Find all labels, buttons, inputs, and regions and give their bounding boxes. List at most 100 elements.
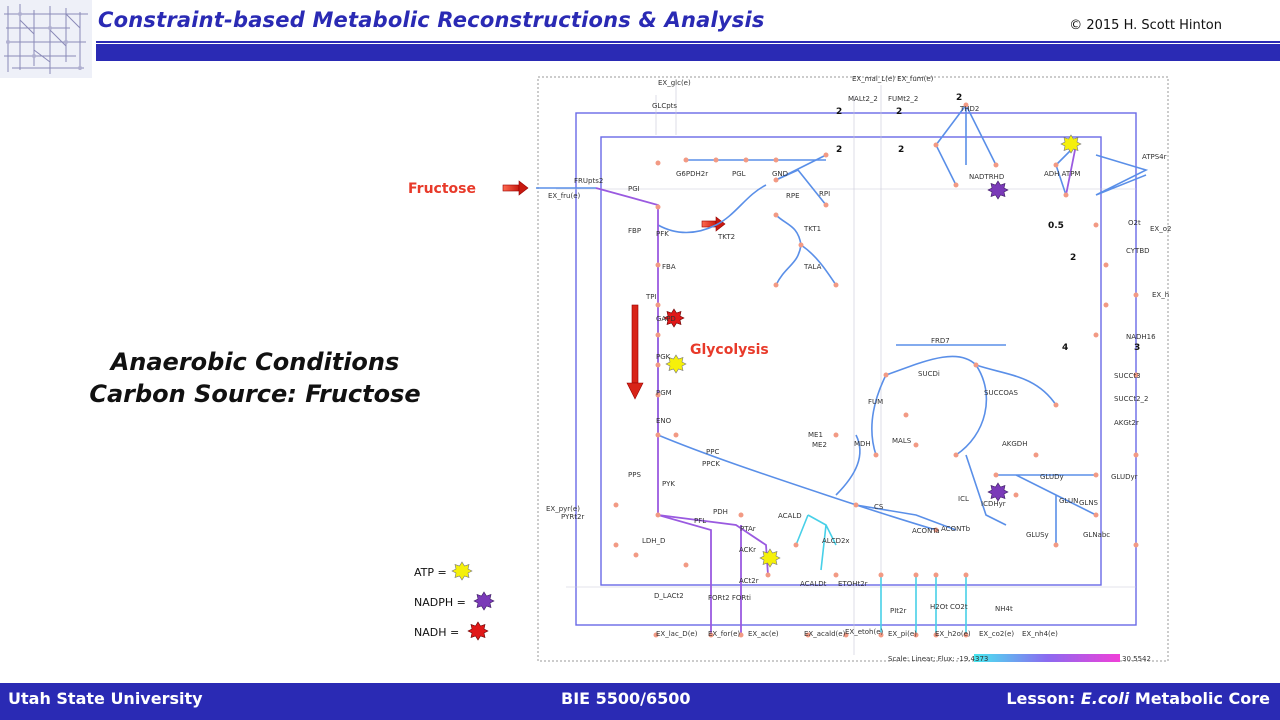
header-rule xyxy=(96,41,1280,43)
label-tala: TALA xyxy=(804,263,822,271)
label-ppck: PPCK xyxy=(702,460,720,468)
header-band xyxy=(96,44,1280,61)
label-adh-atpm: ADH ATPM xyxy=(1044,170,1081,178)
label-cytbd: CYTBD xyxy=(1126,247,1150,255)
conditions-line-1: Anaerobic Conditions xyxy=(110,348,400,376)
label-for-fori: FORt2 FORti xyxy=(708,594,751,602)
logo-graphic xyxy=(0,0,92,78)
stoich-2d: 2 xyxy=(836,145,843,155)
label-icl: ICL xyxy=(958,495,969,503)
label-tkt2: TKT2 xyxy=(718,233,736,241)
label-ex-mal-fum: EX_mal_L(e) EX_fum(e) xyxy=(852,75,934,83)
page-title: Constraint-based Metabolic Reconstructio… xyxy=(98,8,765,32)
stoich-2a: 2 xyxy=(836,107,843,117)
label-nh4t: NH4t xyxy=(995,605,1013,613)
label-alcd2x: ALCD2x xyxy=(822,537,850,545)
label-nadtrhd: NADTRHD xyxy=(969,173,1005,181)
label-pfl: PFL xyxy=(694,517,707,525)
footer-lesson: Lesson: E.coli Metabolic Core xyxy=(1006,689,1270,708)
label-akgt2r: AKGt2r xyxy=(1114,419,1139,427)
label-ex-h2o: EX_h2o(e) xyxy=(935,630,971,638)
tkt-arrow xyxy=(701,216,726,232)
network-graphic xyxy=(536,76,1169,662)
footer-lesson-organism: E.coli xyxy=(1080,689,1130,708)
label-o2t: O2t xyxy=(1128,219,1141,227)
label-pgl: PGL xyxy=(732,170,746,178)
label-act2r: ACt2r xyxy=(739,577,759,585)
label-glnabc: GLNabc xyxy=(1083,531,1111,539)
network-atp-star-icon xyxy=(1060,134,1082,154)
label-gnd: GND xyxy=(772,170,789,178)
label-co2t: CO2t xyxy=(950,603,968,611)
label-gludyr: GLUDyr xyxy=(1111,473,1138,481)
metabolic-network-diagram: EX_glc(e) GLCpts EX_mal_L(e) EX_fum(e) M… xyxy=(536,75,1172,667)
stoich-2c: 2 xyxy=(956,93,963,103)
label-me1: ME1 xyxy=(808,431,823,439)
label-g6pdh2r: G6PDH2r xyxy=(676,170,709,178)
label-malt2: MALt2_2 xyxy=(848,95,878,103)
label-pgk: PGK xyxy=(656,353,671,361)
label-rpi: RPI xyxy=(819,190,831,198)
flux-scale-bar xyxy=(974,654,1120,662)
network-atp-star-2-icon xyxy=(665,354,687,374)
network-nadph-star-2-icon xyxy=(987,482,1009,502)
footer-course: BIE 5500/6500 xyxy=(561,689,691,708)
label-ppc: PPC xyxy=(706,448,720,456)
label-succt2: SUCCt2_2 xyxy=(1114,395,1149,403)
nadph-star-icon xyxy=(473,591,495,611)
label-pdh: PDH xyxy=(713,508,728,516)
conditions-heading: Anaerobic Conditions Carbon Source: Fruc… xyxy=(50,346,460,410)
label-ex-ac: EX_ac(e) xyxy=(748,630,779,638)
label-succoas: SUCCOAS xyxy=(984,389,1018,397)
footer-bar: Utah State University BIE 5500/6500 Less… xyxy=(0,683,1280,720)
label-h2ot: H2Ot xyxy=(930,603,948,611)
legend-nadh: NADH = xyxy=(414,626,460,639)
metabolite-nodes xyxy=(613,102,1139,638)
footer-lesson-prefix: Lesson: xyxy=(1006,689,1081,708)
label-glud: GLUDy xyxy=(1040,473,1064,481)
network-nadph-star-icon xyxy=(987,180,1009,200)
label-glcpts: GLCpts xyxy=(652,102,678,110)
flux-scale-text: Scale: Linear; Flux: -19.4373 xyxy=(888,655,989,663)
label-pfk: PFK xyxy=(656,230,669,238)
label-ex-glc: EX_glc(e) xyxy=(658,79,691,87)
label-eno: ENO xyxy=(656,417,672,425)
label-fbp: FBP xyxy=(628,227,642,235)
label-sucdi: SUCDi xyxy=(918,370,940,378)
label-acaldt: ACALDt xyxy=(800,580,827,588)
label-ex-pi: EX_pi(e) xyxy=(888,630,917,638)
label-mdh: MDH xyxy=(854,440,871,448)
conditions-line-2: Carbon Source: Fructose xyxy=(89,380,421,408)
glycolysis-arrow xyxy=(626,304,644,400)
label-atps4r: ATPS4r xyxy=(1142,153,1167,161)
label-ex-co2: EX_co2(e) xyxy=(979,630,1015,638)
label-fba: FBA xyxy=(662,263,676,271)
label-acontb: ACONTb xyxy=(941,525,971,533)
footer-university: Utah State University xyxy=(8,689,203,708)
label-ex-pyr: EX_pyr(e) xyxy=(546,505,580,513)
label-succt3: SUCCt3 xyxy=(1114,372,1141,380)
copyright-notice: © 2015 H. Scott Hinton xyxy=(1069,18,1222,33)
footer-lesson-suffix: Metabolic Core xyxy=(1129,689,1270,708)
label-ex-for: EX_for(e) xyxy=(708,630,741,638)
label-acald: ACALD xyxy=(778,512,802,520)
nadh-star-icon xyxy=(467,621,489,641)
label-rpe: RPE xyxy=(786,192,800,200)
legend-atp: ATP = xyxy=(414,566,447,579)
stoich-2e: 2 xyxy=(898,145,905,155)
glycolysis-label: Glycolysis xyxy=(690,342,769,358)
flux-scale-max: 30.5542 xyxy=(1122,655,1151,663)
network-nadh-star-icon xyxy=(663,308,685,328)
label-mals: MALS xyxy=(892,437,912,445)
label-ex-o2: EX_o2 xyxy=(1150,225,1172,233)
label-pps: PPS xyxy=(628,471,641,479)
label-akgdh: AKGDH xyxy=(1002,440,1028,448)
label-glun: GLUN xyxy=(1059,497,1079,505)
stoich-2b: 2 xyxy=(896,107,903,117)
label-ldh-d: LDH_D xyxy=(642,537,666,545)
label-ex-acald: EX_acald(e) xyxy=(804,630,846,638)
label-d-lact2: D_LACt2 xyxy=(654,592,684,600)
atp-star-icon xyxy=(451,561,473,581)
label-etoht2r: ETOHt2r xyxy=(838,580,868,588)
